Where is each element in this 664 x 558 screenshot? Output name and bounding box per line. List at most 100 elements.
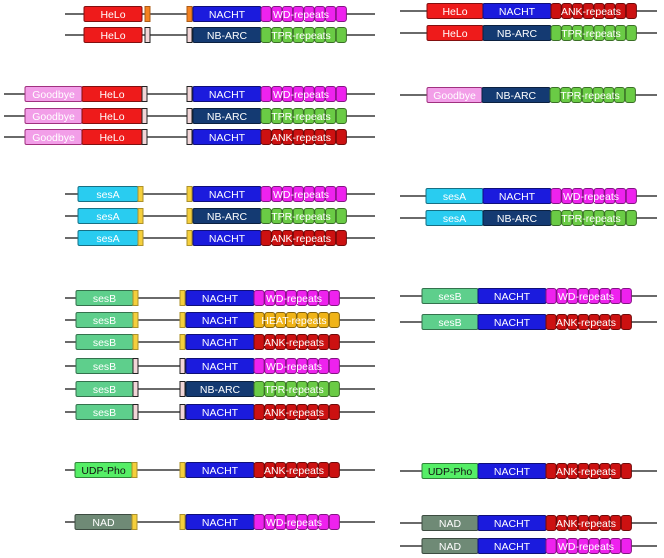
repeat-unit [275,404,287,420]
n-terminal-domain-label: sesB [93,361,116,373]
linker-motif [141,86,148,102]
repeat-unit [282,108,294,124]
ntpase-domain-label: NACHT [209,132,246,144]
repeat-unit [282,129,294,145]
repeat-unit [314,208,326,224]
repeat-domain-label: ANK-repeats [264,407,324,419]
repeat-unit [325,208,337,224]
repeat-unit [610,515,622,531]
repeat-unit [561,210,573,226]
repeat-domain-label: ANK-repeats [556,466,616,478]
linker-motif [179,514,186,530]
repeat-unit [318,290,330,306]
repeat-unit [561,25,573,41]
repeat-unit [307,462,319,478]
repeat-unit [285,312,297,328]
repeat-unit [599,463,611,479]
repeat-domain-label: HEAT-repeats [261,315,326,327]
repeat-unit [303,129,315,145]
repeat-unit [599,538,611,554]
repeat-unit [275,358,287,374]
ntpase-domain-label: NACHT [202,517,239,529]
repeat-unit [314,186,326,202]
ntpase-domain-label: NACHT [494,317,531,329]
repeat-unit [572,188,584,204]
repeat-unit [577,515,589,531]
linker-motif [137,186,144,202]
repeat-domain-label: TPR-repeats [271,111,331,123]
linker-motif [132,334,139,350]
repeat-domain: HEAT-repeats [253,312,340,328]
repeat-unit [296,290,308,306]
n-terminal-domain [83,27,143,43]
repeat-unit [625,188,637,204]
repeat-unit [328,334,340,350]
repeat-unit [610,463,622,479]
repeat-domain-label: TPR-repeats [271,30,331,42]
n-terminal-domain-label: sesA [443,191,466,203]
linker-motif [186,86,193,102]
repeat-unit [275,290,287,306]
repeat-domain-label: WD-repeats [558,291,614,303]
repeat-unit [599,314,611,330]
repeat-domain: ANK-repeats [260,230,347,246]
repeat-unit [314,230,326,246]
ntpase-domain-label: NB-ARC [207,30,248,42]
repeat-unit [282,186,294,202]
repeat-unit [318,381,330,397]
repeat-unit [275,381,287,397]
repeat-unit [292,108,304,124]
repeat-unit [303,86,315,102]
repeat-unit [604,210,616,226]
repeat-unit [285,381,297,397]
repeat-unit [335,6,347,22]
repeat-unit [253,312,265,328]
ntpase-domain-label: NACHT [202,315,239,327]
ntpase-domain-label: NACHT [494,541,531,553]
repeat-unit [567,314,579,330]
linker-motif [144,27,151,43]
repeat-domain-label: ANK-repeats [556,518,616,530]
repeat-unit [253,462,265,478]
repeat-unit [325,108,337,124]
repeat-unit [610,538,622,554]
repeat-unit [282,6,294,22]
repeat-unit [285,358,297,374]
repeat-unit [550,3,562,19]
repeat-unit [599,515,611,531]
repeat-domain: TPR-repeats [260,108,347,124]
n-terminal-domain-label: sesA [443,213,466,225]
ntpase-domain-label: NACHT [202,465,239,477]
repeat-domain: WD-repeats [260,86,347,102]
repeat-domain-label: WD-repeats [266,517,322,529]
repeat-unit [624,87,636,103]
repeat-unit [561,3,573,19]
repeat-domain: ANK-repeats [253,334,340,350]
repeat-unit [260,27,272,43]
linker-motif [186,186,193,202]
repeat-unit [567,515,579,531]
repeat-unit [620,288,632,304]
repeat-unit [271,186,283,202]
repeat-unit [582,210,594,226]
repeat-unit [560,87,572,103]
repeat-unit [307,334,319,350]
repeat-domain-label: TPR-repeats [561,213,621,225]
repeat-unit [314,129,326,145]
n-terminal-domain-label: HeLo [100,9,125,21]
linker-motif [132,358,139,374]
linker-motif [132,381,139,397]
repeat-unit [264,334,276,350]
linker-motif [179,404,186,420]
